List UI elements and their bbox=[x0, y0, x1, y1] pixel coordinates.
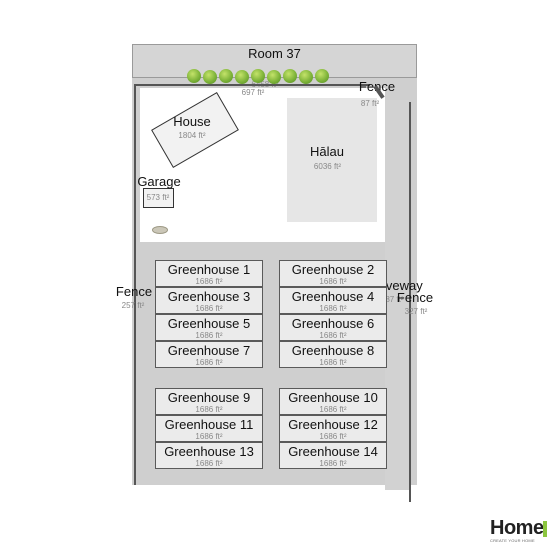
greenhouse-label: Greenhouse 3 bbox=[167, 289, 251, 304]
hedge-tree-icon bbox=[315, 69, 329, 83]
halau-building[interactable] bbox=[287, 98, 377, 222]
greenhouse-area: 1686 ft² bbox=[319, 304, 347, 313]
greenhouse-area: 1686 ft² bbox=[195, 304, 223, 313]
greenhouse-area: 1686 ft² bbox=[319, 358, 347, 367]
hedge-tree-icon bbox=[187, 69, 201, 83]
greenhouse-area: 1686 ft² bbox=[319, 432, 347, 441]
greenhouse-area: 1686 ft² bbox=[319, 331, 347, 340]
fence-left-area: 257 ft² bbox=[121, 301, 145, 310]
greenhouse-area: 1686 ft² bbox=[195, 331, 223, 340]
room-37-label: Room 37 bbox=[248, 46, 301, 61]
greenhouse-label: Greenhouse 7 bbox=[167, 343, 251, 358]
halau-label: Hālau bbox=[310, 144, 344, 159]
greenhouse-area: 1686 ft² bbox=[195, 277, 223, 286]
greenhouse-area: 1686 ft² bbox=[319, 405, 347, 414]
hedge-tree-icon bbox=[267, 70, 281, 84]
greenhouse-label: Greenhouse 5 bbox=[167, 316, 251, 331]
hedge-tree-icon bbox=[283, 69, 297, 83]
greenhouse-label: Greenhouse 10 bbox=[288, 390, 378, 405]
logo-tagline: CREATE YOUR HOME bbox=[490, 538, 535, 543]
wall-left bbox=[134, 85, 136, 485]
halau-area: 6036 ft² bbox=[313, 162, 342, 171]
room-37[interactable] bbox=[132, 44, 417, 78]
hedge-tree-icon bbox=[235, 70, 249, 84]
garage-building[interactable] bbox=[143, 188, 174, 208]
hedge-area: 697 ft² bbox=[241, 88, 265, 97]
wall-right bbox=[409, 102, 411, 502]
logo-accent-icon bbox=[543, 521, 547, 537]
garage-area: 573 ft² bbox=[146, 193, 170, 202]
greenhouse-label: Greenhouse 11 bbox=[164, 417, 254, 432]
greenhouse-label: Greenhouse 4 bbox=[291, 289, 375, 304]
house-label: House bbox=[173, 114, 211, 129]
greenhouse-label: Greenhouse 13 bbox=[164, 444, 254, 459]
greenhouse-area: 1686 ft² bbox=[195, 432, 223, 441]
greenhouse-area: 1686 ft² bbox=[319, 277, 347, 286]
driveway-area: 1787 ft² bbox=[376, 295, 404, 304]
logo-text: Home bbox=[490, 517, 544, 539]
driveway[interactable] bbox=[385, 100, 409, 490]
water-tank-icon bbox=[152, 226, 168, 234]
greenhouse-label: Greenhouse 2 bbox=[291, 262, 375, 277]
greenhouse-label: Greenhouse 9 bbox=[167, 390, 251, 405]
hedge-tree-icon bbox=[203, 70, 217, 84]
fence-right-area: 327 ft² bbox=[404, 307, 428, 316]
fence-left-label: Fence bbox=[115, 284, 153, 299]
fence-right-label: Fence bbox=[396, 290, 434, 305]
greenhouse-label: Greenhouse 14 bbox=[288, 444, 378, 459]
greenhouse-label: Greenhouse 1 bbox=[167, 262, 251, 277]
house-area: 1804 ft² bbox=[178, 131, 206, 140]
garage-label: Garage bbox=[137, 174, 181, 189]
greenhouse-label: Greenhouse 12 bbox=[288, 417, 378, 432]
home-logo: Home CREATE YOUR HOME bbox=[490, 518, 550, 550]
wall-top bbox=[134, 84, 370, 86]
fence-top-area: 87 ft² bbox=[360, 99, 380, 108]
greenhouse-label: Greenhouse 8 bbox=[291, 343, 375, 358]
hedge-tree-icon bbox=[251, 69, 265, 83]
greenhouse-area: 1686 ft² bbox=[195, 358, 223, 367]
greenhouse-area: 1686 ft² bbox=[195, 405, 223, 414]
greenhouse-label: Greenhouse 6 bbox=[291, 316, 375, 331]
greenhouse-area: 1686 ft² bbox=[195, 459, 223, 468]
greenhouse-area: 1686 ft² bbox=[319, 459, 347, 468]
hedge-tree-icon bbox=[299, 70, 313, 84]
hedge-tree-icon bbox=[219, 69, 233, 83]
